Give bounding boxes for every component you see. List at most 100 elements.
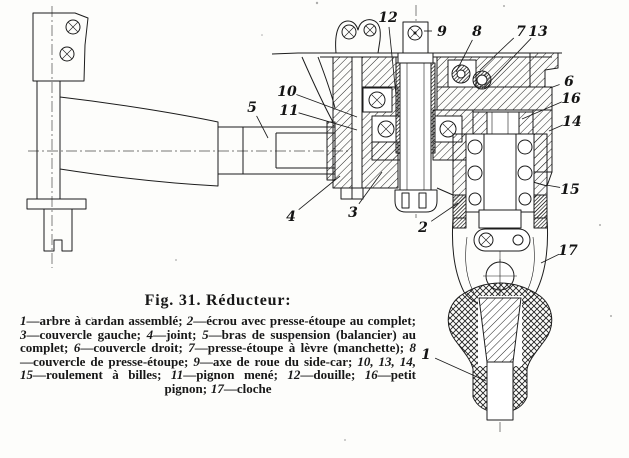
legend-entry-text: bras de suspension (balancier) au comple… <box>20 326 417 356</box>
legend-separator: ; <box>411 313 416 328</box>
legend-entry-text: arbre à cardan assemblé <box>39 313 179 328</box>
legend-entry-text: joint <box>166 326 193 342</box>
legend-dash: — <box>377 367 391 383</box>
bolt-icon <box>59 46 75 62</box>
callout-leader-line <box>483 38 532 89</box>
legend-entry-number: 10, 13, 14, 15 <box>20 353 417 383</box>
callout-10: 10 <box>277 84 358 118</box>
right-cover <box>436 86 553 111</box>
legend-entry-number: 9 <box>193 353 200 369</box>
output-shaft <box>483 133 517 214</box>
legend-entry: 12—douille; <box>287 367 355 382</box>
callout-leader-line <box>434 357 487 382</box>
legend-entry-text: petit pignon <box>164 367 417 396</box>
callout-5: 5 <box>247 100 269 139</box>
legend-dash: — <box>26 313 40 328</box>
legend-entry: 11—pignon mené; <box>171 367 278 382</box>
legend-entry: 4—joint; <box>147 327 197 342</box>
legend-entry: 7—presse-étoupe à lèvre (manchette); <box>188 340 404 355</box>
legend-separator: ; <box>202 380 208 396</box>
legend-separator: ; <box>192 326 197 342</box>
scan-specks <box>91 1 612 441</box>
callout-leader-line <box>455 39 473 73</box>
legend-entry-number: 17 <box>210 380 224 396</box>
legend-entry-text: cloche <box>236 380 272 396</box>
arm-body <box>59 96 219 187</box>
legend-entry: 9—axe de roue du side-car; <box>193 354 352 369</box>
legend-separator: ; <box>157 367 162 383</box>
callout-number: 17 <box>558 243 578 259</box>
callout-12: 12 <box>378 10 398 96</box>
figure-title: Fig. 31. Réducteur: <box>144 292 292 309</box>
legend-separator: ; <box>178 313 183 328</box>
callout-leader-line <box>479 37 515 71</box>
ball-bearing-10 <box>362 87 393 113</box>
callout-16: 16 <box>521 91 581 120</box>
legend-dash: — <box>153 326 167 342</box>
bell-cloche <box>451 217 549 293</box>
left-cover <box>332 56 353 189</box>
bolt-icon <box>65 19 81 35</box>
callout-number: 10 <box>277 84 297 100</box>
callout-number: 3 <box>348 205 358 221</box>
callout-leader-line <box>256 115 269 139</box>
callout-number: 11 <box>279 103 298 119</box>
callout-number: 14 <box>562 114 581 130</box>
legend-entry-text: presse-étoupe à lèvre (manchette) <box>207 340 400 356</box>
callout-17: 17 <box>540 243 578 264</box>
legend-dash: — <box>183 367 197 383</box>
legend-dash: — <box>33 367 46 383</box>
legend-entry: 3—couvercle gauche; <box>20 327 141 342</box>
callout-leader-line <box>540 253 560 264</box>
legend-separator: ; <box>273 367 278 383</box>
sleeve-douille <box>395 62 401 154</box>
legend-entry-text: pignon mené <box>196 367 274 383</box>
ball-bearing-11-gear <box>371 115 401 161</box>
callout-number: 4 <box>286 209 296 225</box>
legend-entry-number: 7 <box>188 340 195 356</box>
legend-separator: ; <box>136 326 141 342</box>
legend-entry-number: 2 <box>186 313 194 328</box>
legend-dash: — <box>208 326 222 342</box>
legend-dash: — <box>193 313 207 328</box>
callout-4: 4 <box>286 175 341 225</box>
callout-number: 9 <box>437 24 447 40</box>
legend-dash: — <box>300 367 314 383</box>
callout-leader-line <box>388 26 397 96</box>
legend-entry-number: 6 <box>73 340 81 356</box>
callout-leader-line <box>358 171 383 205</box>
legend-entry-text: écrou avec presse-étoupe au complet <box>206 313 412 328</box>
callout-1: 1 <box>421 347 487 382</box>
callout-15: 15 <box>545 182 580 198</box>
callout-leader-line <box>545 184 561 188</box>
ball-bearing-14-15 <box>465 133 535 213</box>
legend-entry: 10, 13, 14, 15—roulement à billes; <box>20 354 416 383</box>
legend-dash: — <box>80 340 94 356</box>
callout-9: 9 <box>424 24 447 40</box>
legend-dash: — <box>20 353 33 369</box>
legend-entry-number: 11 <box>170 367 184 383</box>
callout-number: 8 <box>472 24 482 40</box>
gland-nut <box>452 194 467 229</box>
legend-entry-text: couvercle gauche <box>39 326 137 342</box>
legend-separator: ; <box>64 340 69 356</box>
callout-leader-line <box>548 124 563 132</box>
legend-entry-text: axe de roue du side-car <box>212 353 348 369</box>
cardan-shaft <box>486 361 514 421</box>
callout-8: 8 <box>455 24 482 73</box>
legend-entry: 5—bras de suspension (balancier) au comp… <box>20 327 416 356</box>
callout-leader-line <box>298 175 341 211</box>
legend-dash: — <box>194 340 208 356</box>
callout-number: 13 <box>528 24 548 40</box>
legend-separator: ; <box>178 340 183 356</box>
legend-entry-text: roulement à billes <box>46 367 158 383</box>
callout-number: 15 <box>560 182 579 198</box>
callout-number: 6 <box>564 74 574 90</box>
legend-entry-number: 4 <box>146 326 154 342</box>
legend-separator: ; <box>348 353 353 369</box>
legend-entry: 6—couvercle droit; <box>74 340 183 355</box>
callout-leader-line <box>296 94 358 118</box>
